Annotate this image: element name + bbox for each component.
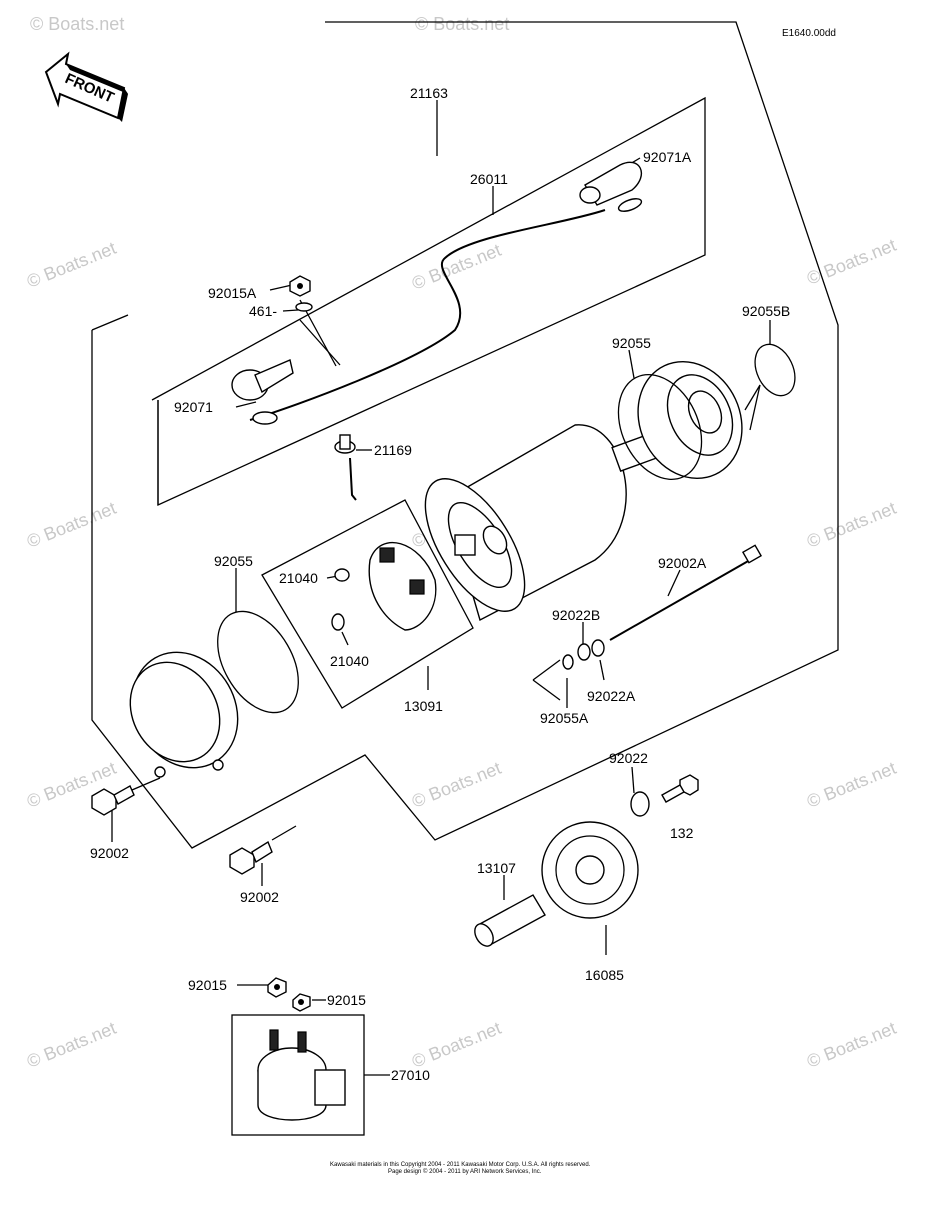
label-92002-a[interactable]: 92002 (90, 845, 129, 861)
label-461[interactable]: 461- (249, 303, 277, 319)
bolt-92002-a (91, 785, 135, 816)
watermark: © Boats.net (24, 498, 119, 552)
watermark: © Boats.net (804, 758, 899, 812)
footer-page-design: Page design © 2004 - 2011 by ARI Network… (388, 1168, 542, 1175)
front-arrow-icon: FRONT (44, 51, 128, 122)
starter-motor-body (424, 424, 660, 622)
terminal-cap-92071a (579, 161, 643, 206)
label-16085[interactable]: 16085 (585, 967, 624, 983)
bolt-92002-b (229, 840, 273, 875)
label-132[interactable]: 132 (670, 825, 694, 841)
label-92002-b[interactable]: 92002 (240, 889, 279, 905)
label-92002a[interactable]: 92002A (658, 555, 707, 571)
label-21163[interactable]: 21163 (410, 85, 448, 101)
label-92071[interactable]: 92071 (174, 399, 213, 415)
watermark: © Boats.net (804, 235, 899, 289)
starter-cable (249, 209, 606, 421)
label-92015a[interactable]: 92015A (208, 285, 257, 301)
starter-gear-16085 (541, 821, 639, 919)
label-92015-b[interactable]: 92015 (327, 992, 366, 1008)
watermark: © Boats.net (24, 238, 119, 292)
through-bolt-92002a (609, 544, 763, 641)
o-ring-92055a (562, 654, 574, 670)
watermark: © Boats.net (409, 1018, 504, 1072)
label-26011[interactable]: 26011 (470, 171, 508, 187)
brush-holder-box (261, 499, 474, 709)
washer-461 (295, 302, 313, 312)
nut-92015-a (267, 977, 287, 998)
washer-92022b (577, 643, 591, 661)
label-92071a[interactable]: 92071A (643, 149, 692, 165)
front-cover (637, 360, 743, 480)
label-21169[interactable]: 21169 (374, 442, 412, 458)
terminal-bolt-21169 (334, 434, 357, 501)
label-13091[interactable]: 13091 (404, 698, 443, 714)
label-92022a[interactable]: 92022A (587, 688, 636, 704)
bolt-132 (661, 774, 699, 803)
cable-terminal (617, 198, 643, 212)
nut-92015a (289, 275, 311, 297)
o-ring-92055-top (617, 373, 703, 481)
label-21040-b[interactable]: 21040 (330, 653, 369, 669)
footer-copyright: Kawasaki materials in this Copyright 200… (330, 1162, 591, 1168)
label-92015-a[interactable]: 92015 (188, 977, 227, 993)
leader-lines (111, 100, 771, 1076)
watermark: © Boats.net (409, 240, 504, 294)
diagram-code: E1640.00dd (782, 28, 836, 39)
starter-relay-27010 (257, 1029, 346, 1121)
label-13107[interactable]: 13107 (477, 860, 516, 876)
nut-92015-b (292, 993, 311, 1012)
watermark: © Boats.net (804, 498, 899, 552)
terminal-cap-92071 (231, 359, 294, 401)
label-92055-left[interactable]: 92055 (214, 553, 253, 569)
label-21040-a[interactable]: 21040 (279, 570, 318, 586)
brush-plate (331, 541, 437, 631)
assembly-outline (91, 21, 839, 849)
watermark: © Boats.net (409, 758, 504, 812)
idle-shaft-13107 (474, 894, 546, 947)
label-92022b[interactable]: 92022B (552, 607, 600, 623)
label-27010[interactable]: 27010 (391, 1067, 430, 1083)
label-92055-top[interactable]: 92055 (612, 335, 651, 351)
cable-terminal (252, 411, 278, 425)
label-92055a[interactable]: 92055A (540, 710, 589, 726)
watermark: © Boats.net (804, 1018, 899, 1072)
watermark: © Boats.net (415, 14, 509, 34)
rear-cover (129, 651, 239, 778)
part-labels: 21163 26011 92071A 92015A 461- 92071 211… (90, 85, 790, 1083)
watermark: © Boats.net (24, 1018, 119, 1072)
washer-92022 (630, 791, 650, 817)
washer-92022a (591, 639, 605, 657)
o-ring-92055b (754, 343, 796, 397)
label-92055b[interactable]: 92055B (742, 303, 790, 319)
label-92022[interactable]: 92022 (609, 750, 648, 766)
watermark: © Boats.net (30, 14, 124, 34)
o-ring-92055-left (217, 610, 299, 714)
